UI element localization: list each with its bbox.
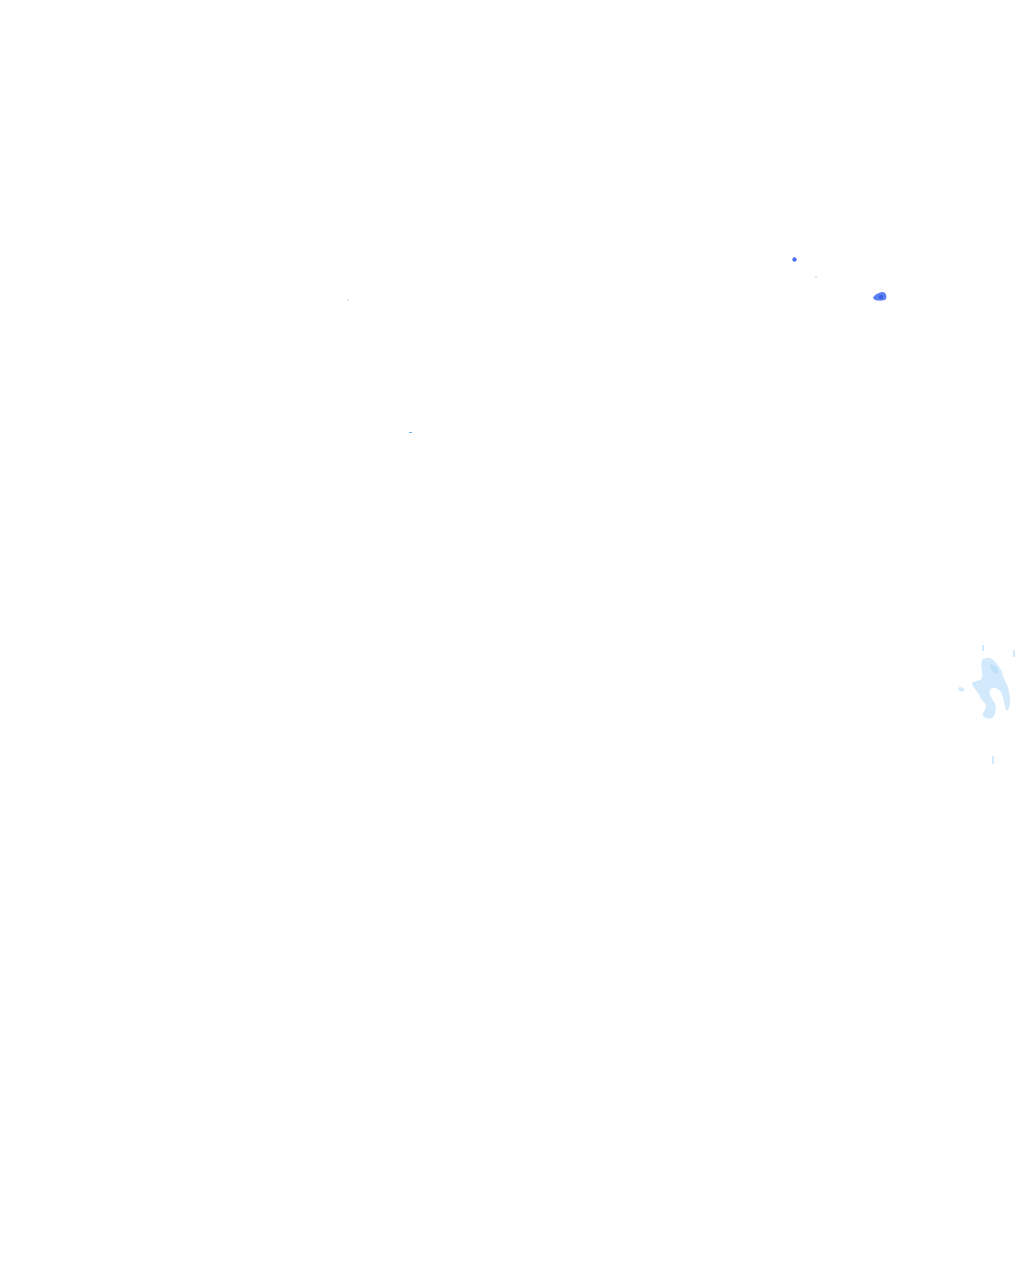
- precip-blob-core: [879, 295, 883, 299]
- precip-blob: [982, 645, 984, 651]
- precip-cell-east-edge: [958, 645, 1015, 764]
- precip-blob: [347, 299, 349, 301]
- precip-blob: [1013, 650, 1015, 657]
- precip-blob: [792, 257, 797, 262]
- precip-blob: [972, 657, 1010, 719]
- precip-blob: [815, 276, 817, 278]
- precip-blob: [992, 756, 994, 764]
- precip-blob: [409, 432, 412, 433]
- precip-cell-small-north: [792, 257, 817, 278]
- precip-cell-northeast: [873, 292, 887, 301]
- precip-blob: [990, 664, 999, 674]
- precip-blob: [958, 687, 965, 692]
